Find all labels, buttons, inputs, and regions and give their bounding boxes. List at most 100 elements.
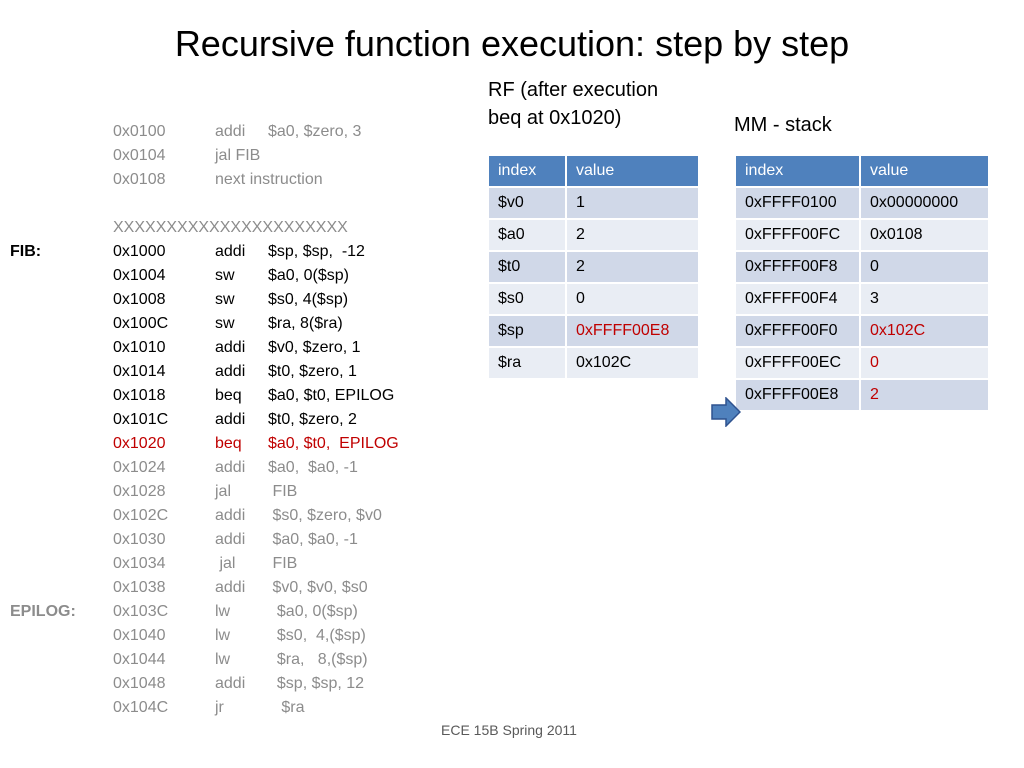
mm-index-cell: 0xFFFF00EC xyxy=(734,346,861,380)
code-address: 0x1010 xyxy=(113,339,166,356)
code-line: 0x1004 sw $a0, 0($sp) xyxy=(0,264,480,288)
code-line: 0x1018 beq $a0, $t0, EPILOG xyxy=(0,384,480,408)
code-opcode: addi xyxy=(215,339,246,356)
mm-value-cell: 2 xyxy=(859,378,990,412)
mm-value-cell: 0x00000000 xyxy=(859,186,990,220)
code-address: 0x1044 xyxy=(113,651,166,668)
rf-value-cell: 0xFFFF00E8 xyxy=(565,314,700,348)
footer: ECE 15B Spring 2011 xyxy=(441,722,577,738)
mm-index-cell: 0xFFFF00F0 xyxy=(734,314,861,348)
code-opcode: beq xyxy=(215,387,242,404)
rf-value-cell: 0 xyxy=(565,282,700,316)
code-line: 0x0104 jal FIB xyxy=(0,144,480,168)
code-address: 0x0104 xyxy=(113,147,166,164)
code-opcode: jal xyxy=(215,555,236,572)
code-operands: $sp, $sp, 12 xyxy=(268,675,365,692)
code-opcode: sw xyxy=(215,291,235,308)
rf-col-value: value xyxy=(565,154,700,188)
mm-index-cell: 0xFFFF0100 xyxy=(734,186,861,220)
rf-heading-line2: beq at 0x1020) xyxy=(488,107,622,129)
code-operands: $v0, $v0, $s0 xyxy=(268,579,368,596)
mm-col-index: index xyxy=(734,154,861,188)
code-operands: $s0, 4($sp) xyxy=(268,291,349,308)
mm-header-row: index value xyxy=(734,154,990,188)
code-line: 0x1020 beq $a0, $t0, EPILOG xyxy=(0,432,480,456)
code-line: 0x1028 jal FIB xyxy=(0,480,480,504)
code-operands: $a0, 0($sp) xyxy=(268,603,358,620)
code-operands: $a0, $zero, 3 xyxy=(268,123,362,140)
rf-index-cell: $s0 xyxy=(487,282,567,316)
code-opcode: addi xyxy=(215,579,246,596)
mm-value-cell: 3 xyxy=(859,282,990,316)
code-opcode: beq xyxy=(215,435,242,452)
code-address: 0x1008 xyxy=(113,291,166,308)
code-address: 0x1030 xyxy=(113,531,166,548)
code-opcode: next instruction xyxy=(215,171,323,188)
mm-index-cell: 0xFFFF00F8 xyxy=(734,250,861,284)
code-address: 0x104C xyxy=(113,699,169,716)
code-address: 0x1000 xyxy=(113,243,166,260)
code-line: XXXXXXXXXXXXXXXXXXXXXX xyxy=(0,216,480,240)
code-opcode: addi xyxy=(215,363,246,380)
code-operands: $v0, $zero, 1 xyxy=(268,339,361,356)
code-address: 0x102C xyxy=(113,507,169,524)
rf-index-cell: $v0 xyxy=(487,186,567,220)
slide-title: Recursive function execution: step by st… xyxy=(174,23,850,64)
code-address: 0x1038 xyxy=(113,579,166,596)
code-address: 0x1004 xyxy=(113,267,166,284)
code-address: 0x1028 xyxy=(113,483,166,500)
mm-heading: MM - stack xyxy=(734,114,832,136)
code-opcode: addi xyxy=(215,243,246,260)
code-opcode: jal FIB xyxy=(215,147,261,164)
code-opcode: lw xyxy=(215,603,231,620)
code-operands: $a0, $t0, EPILOG xyxy=(268,387,395,404)
rf-value-cell: 1 xyxy=(565,186,700,220)
code-operands: $a0, 0($sp) xyxy=(268,267,349,284)
code-line: 0x1034 jal FIB xyxy=(0,552,480,576)
rf-heading: RF (after execution beq at 0x1020) xyxy=(488,76,658,132)
code-operands: $ra, 8($ra) xyxy=(268,315,343,332)
rf-index-cell: $sp xyxy=(487,314,567,348)
code-opcode: jal xyxy=(215,483,232,500)
code-address: 0x1034 xyxy=(113,555,166,572)
code-operands: $ra, 8,($sp) xyxy=(268,651,368,668)
code-operands: $t0, $zero, 1 xyxy=(268,363,357,380)
code-label: FIB: xyxy=(10,243,42,260)
rf-index-cell: $t0 xyxy=(487,250,567,284)
code-line: 0x1008 sw $s0, 4($sp) xyxy=(0,288,480,312)
rf-value-cell: 0x102C xyxy=(565,346,700,380)
code-opcode: addi xyxy=(215,675,246,692)
code-line: 0x1010 addi $v0, $zero, 1 xyxy=(0,336,480,360)
code-line xyxy=(0,192,480,216)
code-address: 0x100C xyxy=(113,315,169,332)
code-address: 0x1018 xyxy=(113,387,166,404)
code-operands: FIB xyxy=(268,483,298,500)
code-opcode: sw xyxy=(215,267,235,284)
mm-index-cell: 0xFFFF00FC xyxy=(734,218,861,252)
code-operands: $a0, $t0, EPILOG xyxy=(268,435,399,452)
code-address: 0x1014 xyxy=(113,363,166,380)
rf-value-cell: 2 xyxy=(565,218,700,252)
code-opcode: addi xyxy=(215,531,246,548)
code-address: 0x1020 xyxy=(113,435,166,452)
code-address: 0x0108 xyxy=(113,171,166,188)
code-line: 0x1014 addi $t0, $zero, 1 xyxy=(0,360,480,384)
mm-value-cell: 0x102C xyxy=(859,314,990,348)
code-address: 0x1024 xyxy=(113,459,166,476)
code-label: EPILOG: xyxy=(10,603,76,620)
code-address: XXXXXXXXXXXXXXXXXXXXXX xyxy=(113,219,348,236)
code-address: 0x0100 xyxy=(113,123,166,140)
